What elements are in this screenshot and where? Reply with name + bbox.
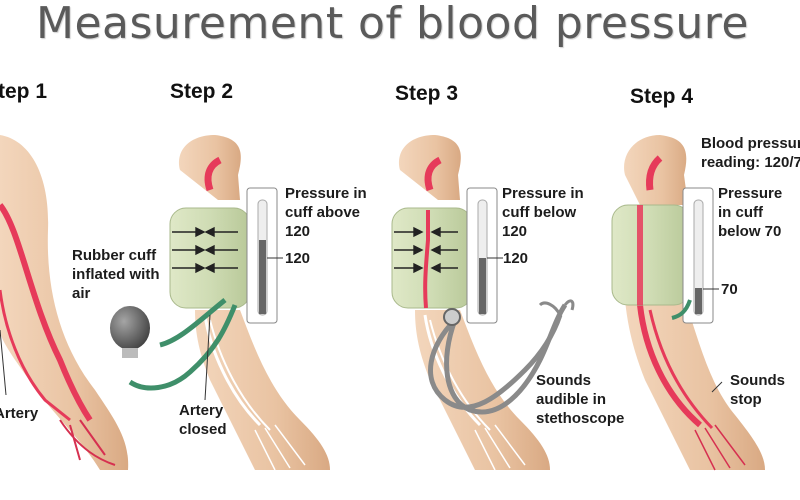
- step2-reading: 120: [285, 250, 311, 267]
- step4-pressure-label: Pressure in cuff below 70: [718, 185, 783, 240]
- step1-artery-label: Artery: [0, 405, 39, 422]
- step1-arm: [0, 135, 129, 470]
- step3-compression-arrows: [394, 226, 458, 274]
- step2-cuff-label: Rubber cuff inflated with air: [72, 247, 160, 302]
- page-title: Measurement of blood pressure: [36, 0, 749, 49]
- step2-pressure-label: Pressure in cuff above 120: [285, 185, 367, 240]
- step4-sounds-label: Sounds stop: [730, 372, 785, 408]
- step2-gauge: [246, 187, 278, 324]
- step2-arm: [179, 135, 330, 471]
- step2-compression-arrows: [172, 226, 238, 274]
- step3-pressure-label: Pressure in cuff below 120: [502, 185, 584, 240]
- step3-artery-partial: [423, 210, 430, 309]
- step2-pump: [110, 298, 238, 391]
- step3-gauge: [466, 187, 498, 324]
- step4-bp-label: Blood pressure reading: 120/70: [701, 135, 800, 171]
- step3-cuff: [391, 207, 473, 309]
- pump-bulb-icon: [110, 306, 150, 350]
- step2-heading: Step 2: [170, 80, 234, 103]
- step3-reading: 120: [503, 250, 529, 267]
- step3-sounds-label: Sounds audible in stethoscope: [536, 372, 625, 427]
- stethoscope-icon: [428, 299, 575, 415]
- step4-arm: [624, 135, 765, 471]
- step1-heading: Step 1: [0, 80, 48, 103]
- step4-cuff: [611, 204, 691, 306]
- step4-reading: 70: [721, 281, 738, 298]
- step4-heading: Step 4: [630, 85, 694, 108]
- step3-heading: Step 3: [395, 82, 459, 105]
- step2-artery-label: Artery closed: [179, 402, 227, 438]
- step2-cuff: [169, 207, 251, 309]
